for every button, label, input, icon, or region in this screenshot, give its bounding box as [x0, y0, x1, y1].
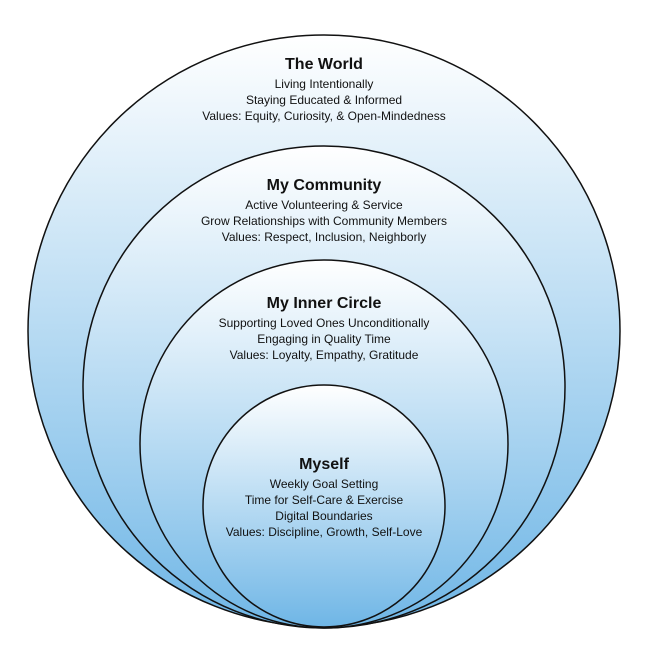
ring-line: Weekly Goal Setting — [269, 477, 379, 491]
ring-label-my-community: My Community Active Volunteering & Servi… — [0, 176, 648, 245]
ring-line: Living Intentionally — [274, 77, 374, 91]
ring-line: Engaging in Quality Time — [257, 332, 391, 346]
ring-title-the-world: The World — [285, 56, 363, 73]
ring-label-my-inner-circle: My Inner Circle Supporting Loved Ones Un… — [0, 294, 648, 363]
ring-line: Digital Boundaries — [275, 509, 373, 523]
ring-line: Staying Educated & Informed — [245, 93, 403, 107]
ring-label-the-world: The World Living Intentionally Staying E… — [0, 55, 648, 124]
ring-line: Active Volunteering & Service — [245, 198, 403, 212]
ring-title-my-community: My Community — [266, 177, 382, 194]
ring-line: Values: Respect, Inclusion, Neighborly — [221, 230, 427, 244]
ring-line: Grow Relationships with Community Member… — [200, 214, 448, 228]
ring-line: Values: Equity, Curiosity, & Open-Minded… — [202, 109, 446, 123]
ring-title-myself: Myself — [299, 456, 349, 473]
ring-line: Values: Discipline, Growth, Self-Love — [225, 525, 423, 539]
ring-line: Supporting Loved Ones Unconditionally — [218, 316, 430, 330]
ring-label-myself: Myself Weekly Goal Setting Time for Self… — [0, 455, 648, 540]
ring-line: Time for Self-Care & Exercise — [244, 493, 404, 507]
ring-title-my-inner-circle: My Inner Circle — [266, 295, 382, 312]
ring-line: Values: Loyalty, Empathy, Gratitude — [229, 348, 419, 362]
circle-myself — [202, 384, 446, 628]
